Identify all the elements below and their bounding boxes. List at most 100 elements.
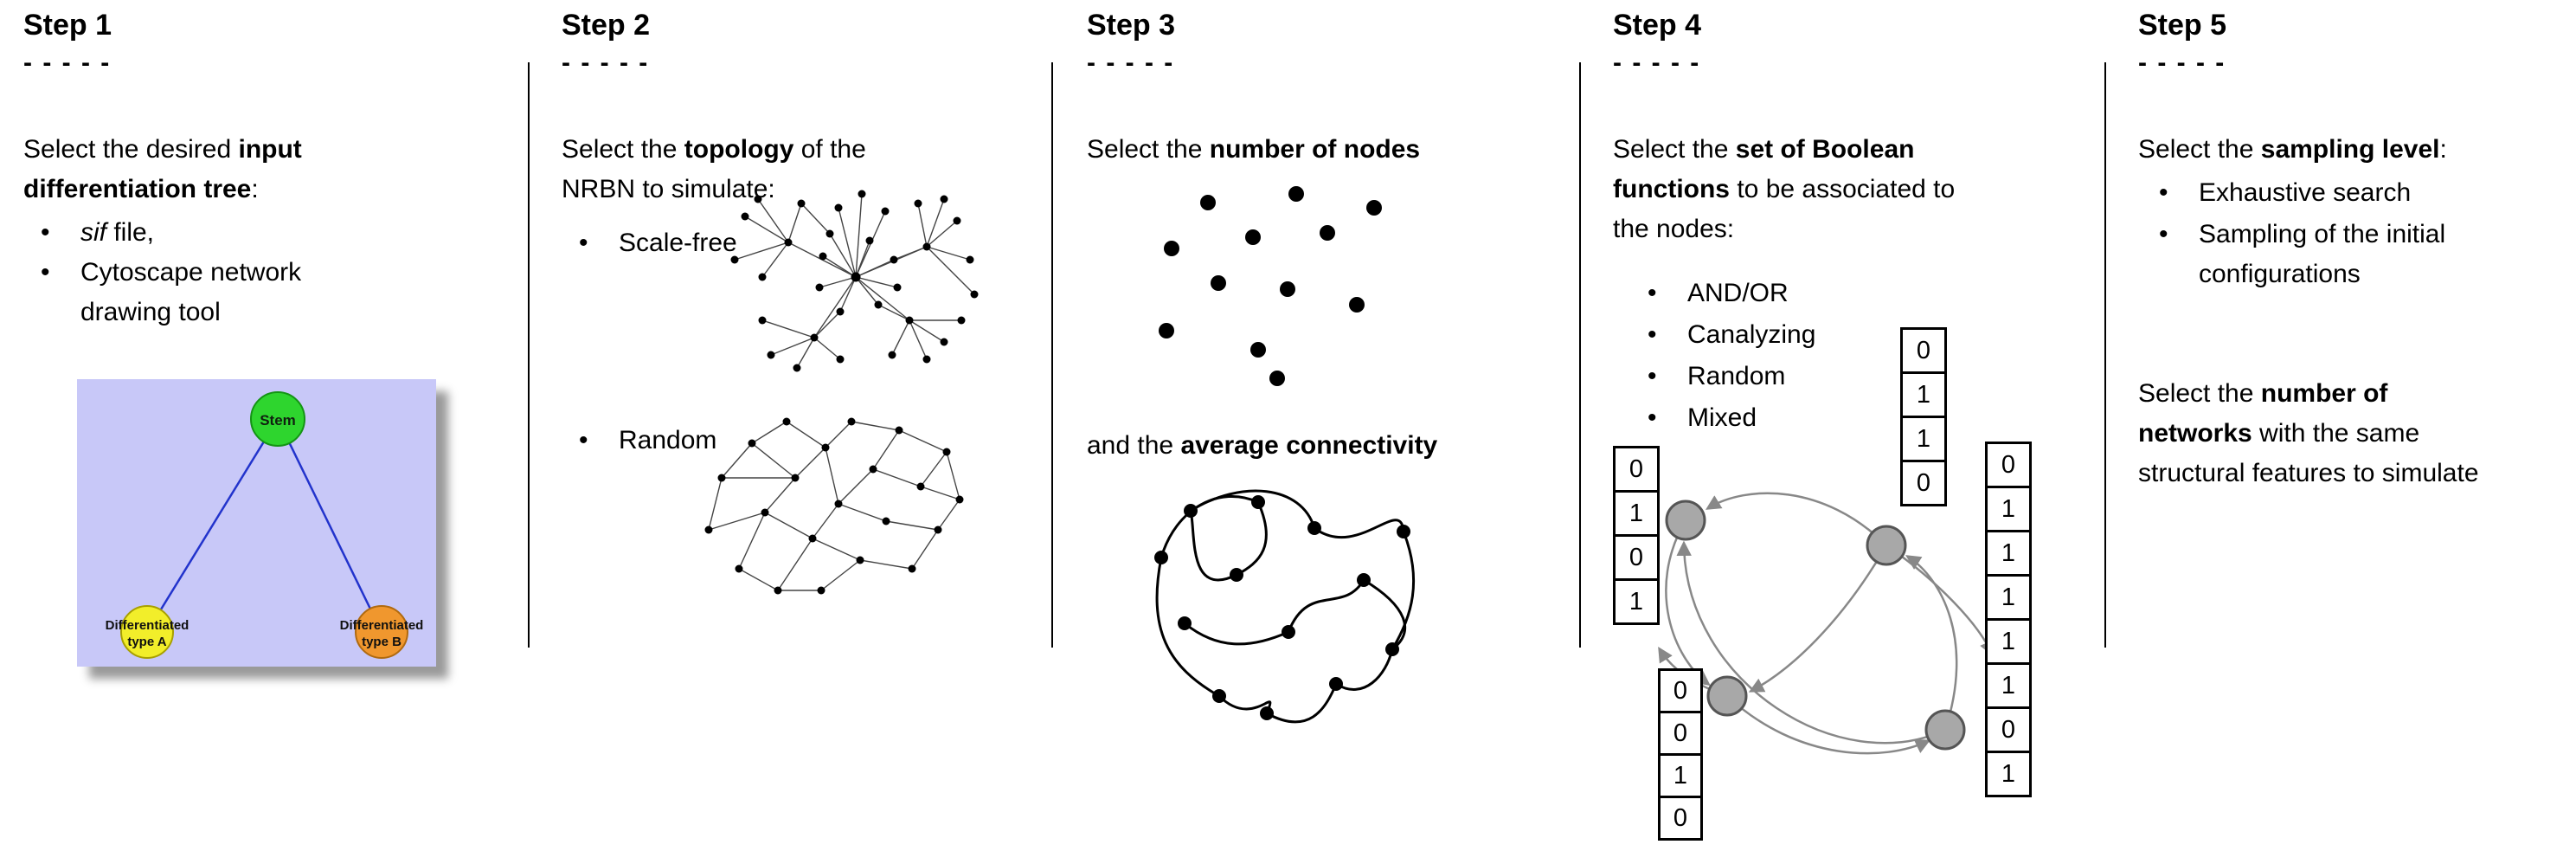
bullet-marker: • [1648,403,1657,432]
network-edges [708,421,960,591]
bullet-sampling-configurations: • Sampling of the initial configurations [2159,215,2557,294]
step3-intro: Select the number of nodes [1087,130,1576,170]
bullet-text: AND/OR [1687,279,1789,307]
bullet-text: Canalyzing [1687,320,1816,349]
connectivity-tangle-illustration [1137,478,1433,731]
truth-table-right: 0 1 1 1 1 1 0 1 [1985,442,2032,797]
bullet-marker: • [579,229,588,257]
truth-table-cell: 1 [1985,618,2032,665]
bullet-marker: • [41,218,50,247]
truth-table-cell: 0 [1613,446,1660,493]
step2-dashes: - - - - - [562,48,650,77]
truth-table-cell: 1 [1985,486,2032,532]
boolean-network-illustration [1625,467,2011,814]
type-b-node: Differentiated type B [340,605,424,659]
bullet-text: Random [1687,362,1786,390]
bullet-canalyzing: • Canalyzing [1648,315,1994,355]
bullet-random-functions: • Random [1648,357,1994,396]
network-nodes [704,417,964,595]
bullet-marker: • [1648,320,1657,349]
connectivity-tangle-svg [1154,489,1416,724]
text-segment-bold: average connectivity [1180,431,1438,460]
bullet-marker: • [2159,178,2168,207]
random-network-illustration [691,400,977,615]
step3-dashes: - - - - - [1087,48,1175,77]
text-segment-bold: number of [2260,379,2388,408]
step4-intro: Select the set of Boolean functions to b… [1613,130,2097,249]
step3-connectivity-text: and the average connectivity [1087,426,1576,466]
tree-edges [145,418,383,633]
bullet-text: Mixed [1687,403,1757,432]
step5-title: Step 5 [2138,9,2227,42]
text-segment: Sampling of the initial [2199,220,2446,248]
step1-intro: Select the desired input differentiation… [23,130,498,210]
scale-free-network-svg [730,190,979,372]
text-segment: the nodes: [1613,215,1735,243]
step1-column: Step 1 - - - - - Select the desired inpu… [23,0,498,851]
step4-column: Step 4 - - - - - Select the set of Boole… [1613,0,2097,851]
text-segment: file, [106,218,155,247]
boolean-network-svg [1658,492,1995,755]
text-segment-bold: number of nodes [1209,135,1421,164]
step5-column: Step 5 - - - - - Select the sampling lev… [2138,0,2571,851]
text-segment: of the [793,135,866,164]
truth-table-cell: 1 [1658,753,1703,798]
bullet-marker: • [41,258,50,287]
bullet-and-or: • AND/OR [1648,274,1994,313]
text-segment-bold: sampling level [2260,135,2440,164]
truth-table-cell: 0 [1613,534,1660,581]
bullet-random: • Random [579,421,838,461]
stem-label: Stem [260,412,296,429]
scale-free-network-illustration [709,180,994,392]
text-segment: with the same [2252,419,2420,448]
step5-intro: Select the sampling level: [2138,130,2571,170]
truth-table-cell: 1 [1985,751,2032,797]
random-network-svg [704,417,964,595]
truth-table-cell: 1 [1900,371,1947,418]
text-segment-bold: functions [1613,175,1730,203]
type-a-node: Differentiated type A [106,605,189,659]
text-segment: Select the [562,135,684,164]
text-segment-bold: topology [684,135,794,164]
text-segment: Select the [1087,135,1210,164]
column-divider [2104,62,2106,648]
truth-table-cell: 1 [1613,490,1660,537]
bullet-marker: • [1648,279,1657,307]
step3-title: Step 3 [1087,9,1176,42]
bullet-marker: • [579,426,588,455]
text-segment: drawing tool [80,298,221,326]
text-segment: : [2439,135,2447,164]
text-segment: configurations [2199,260,2361,288]
type-a-label-line2: type A [127,635,166,649]
text-segment: Select the desired [23,135,239,164]
bullet-text: sif file, [80,213,154,253]
bullet-marker: • [1648,362,1657,390]
bullet-sif-file: • sif file, [41,213,473,253]
truth-table-cell: 1 [1900,416,1947,462]
type-b-label-line1: Differentiated [340,618,424,633]
truth-table-bottom: 0 0 1 0 [1658,668,1703,841]
text-segment-bold: input [238,135,302,164]
bullet-cytoscape: • Cytoscape network drawing tool [41,253,473,332]
step3-column: Step 3 - - - - - Select the number of no… [1087,0,1576,851]
text-segment-bold: networks [2138,419,2252,448]
step1-title: Step 1 [23,9,112,42]
step2-title: Step 2 [562,9,651,42]
text-segment: NRBN to simulate: [562,175,775,203]
bullet-mixed: • Mixed [1648,398,1994,438]
text-segment: Cytoscape network [80,258,302,287]
bullet-marker: • [2159,220,2168,248]
column-divider [1579,62,1581,648]
bullet-text: Random [619,426,717,455]
text-segment-bold: differentiation tree [23,175,252,203]
text-segment-italic: sif [80,218,106,247]
truth-table-top: 0 1 1 0 [1900,327,1947,506]
truth-table-cell: 1 [1985,530,2032,577]
network-nodes [730,190,979,372]
differentiation-tree-svg: Stem Differentiated type A Differentiate… [77,379,436,667]
bullet-text: Exhaustive search [2199,178,2412,207]
nodes-scatter-illustration [1156,184,1403,396]
truth-table-cell: 0 [1900,460,1947,506]
truth-table-cell: 0 [1658,796,1703,841]
type-b-label-line2: type B [362,635,401,649]
